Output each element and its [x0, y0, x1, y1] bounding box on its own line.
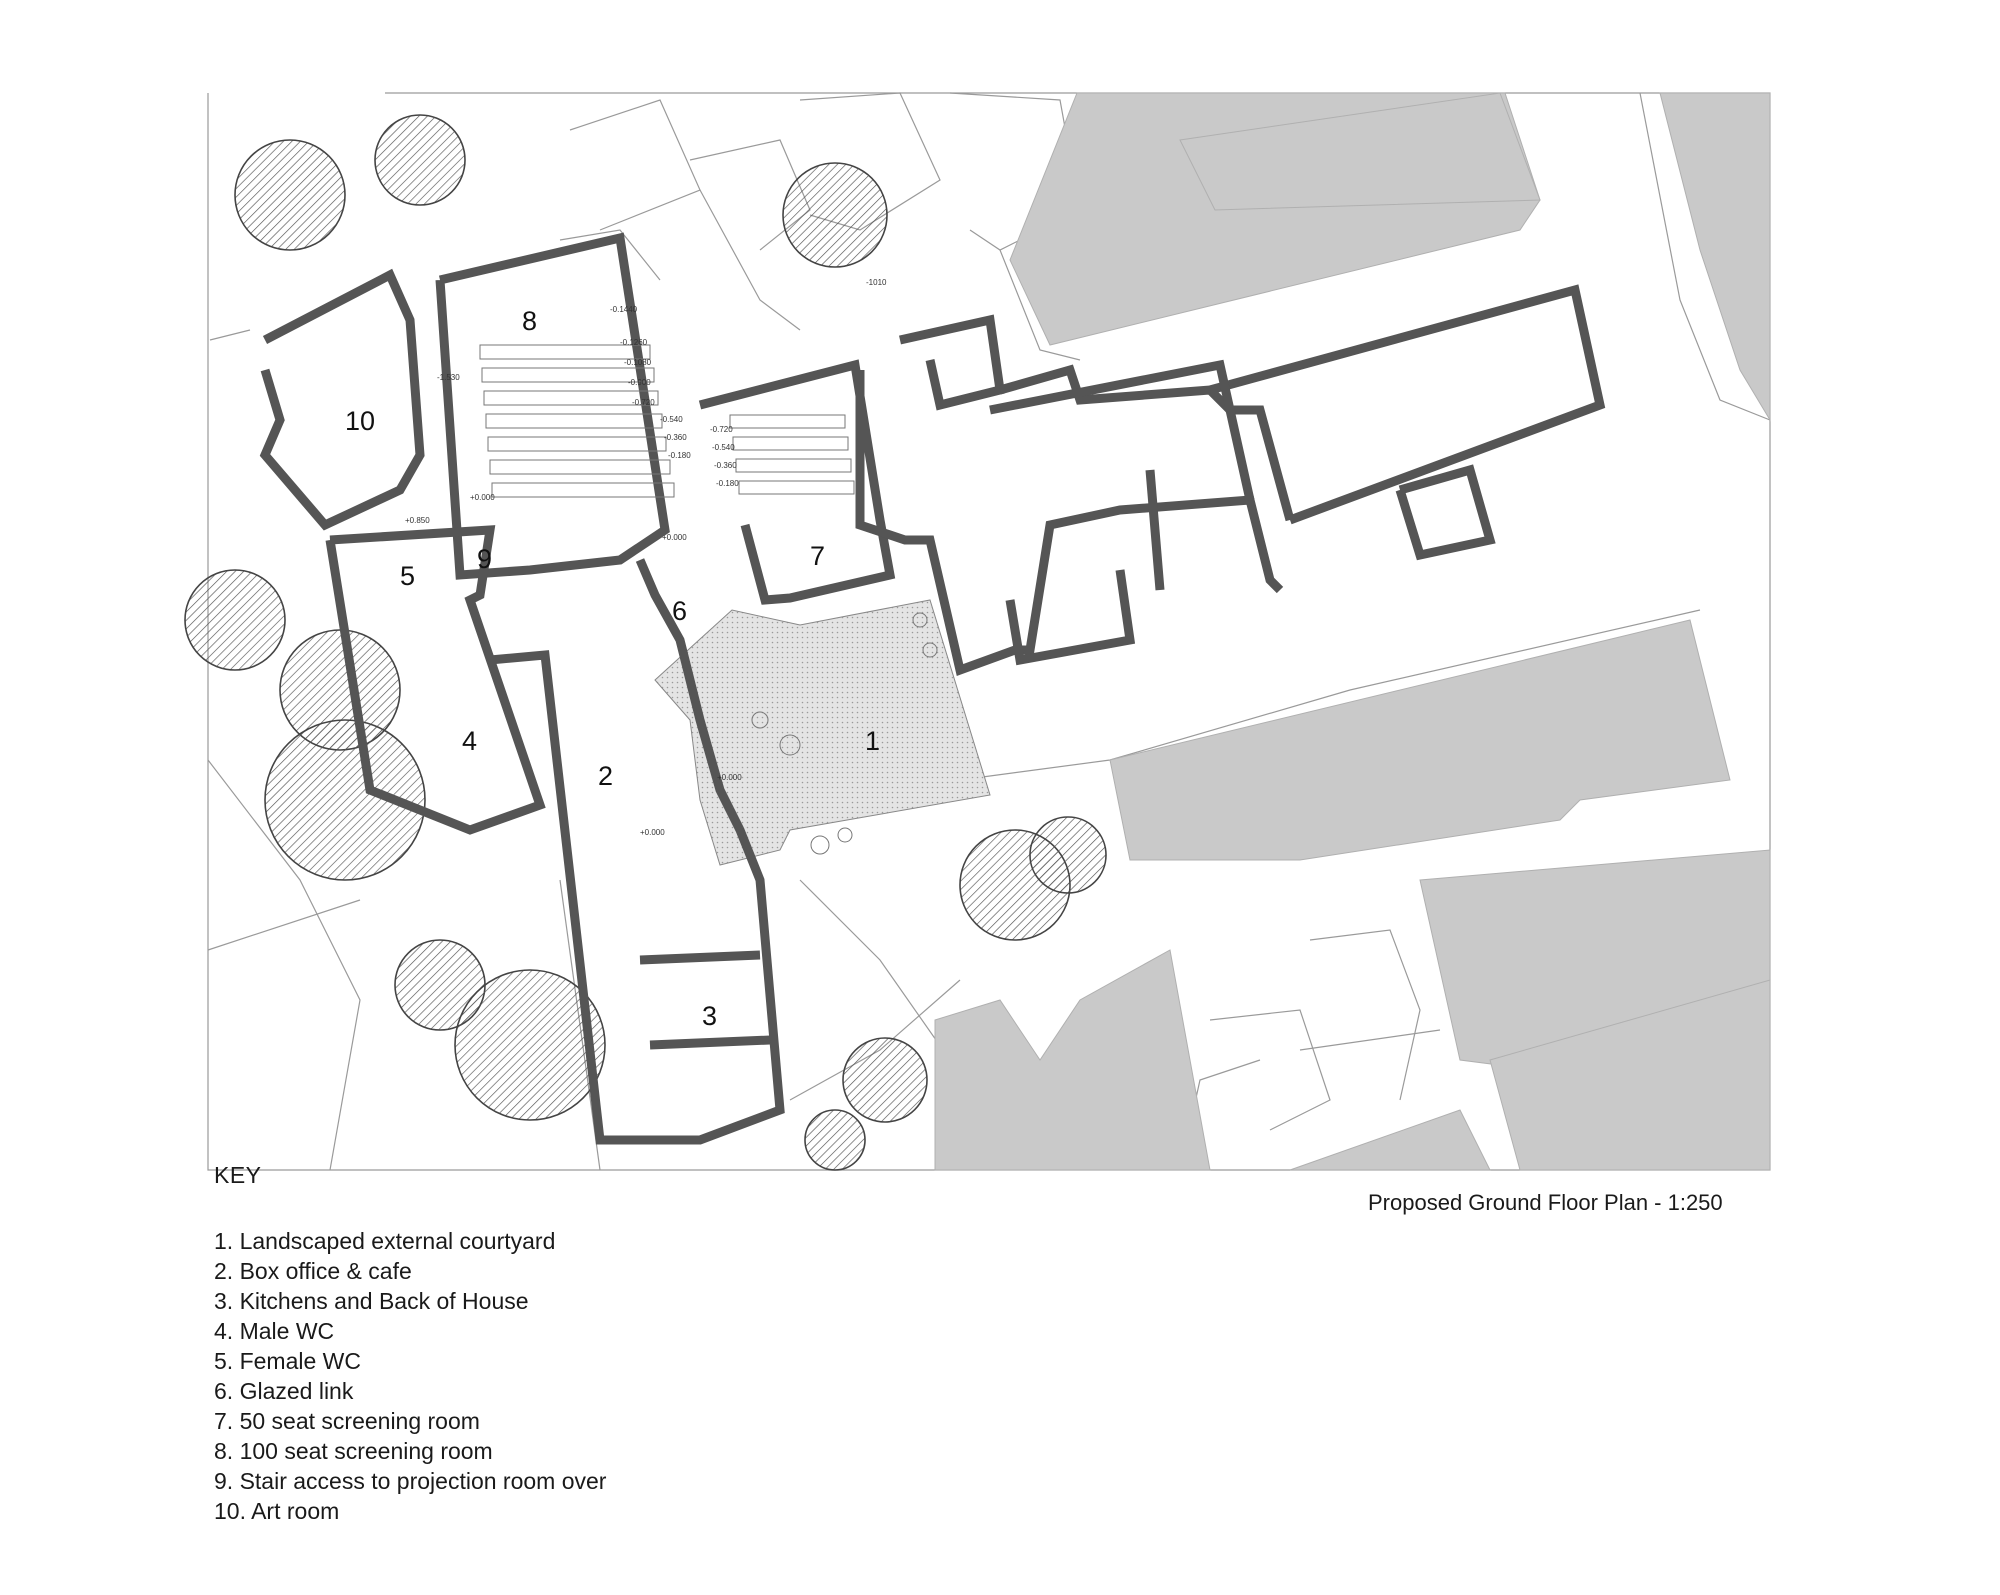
svg-text:-1010: -1010	[866, 278, 887, 287]
key-item-4: 4. Male WC	[214, 1318, 335, 1344]
key-item-10: 10. Art room	[214, 1498, 340, 1524]
courtyard	[654, 599, 991, 866]
trees	[184, 114, 1107, 1171]
drawing-key: KEY 1. Landscaped external courtyard 2. …	[214, 1160, 606, 1526]
room-3-label: 3	[702, 1001, 717, 1031]
neighbouring-buildings	[934, 92, 1771, 1171]
svg-text:-0.540: -0.540	[712, 443, 735, 452]
room-1-label: 1	[865, 726, 880, 756]
seating-rows	[479, 344, 855, 498]
key-item-5: 5. Female WC	[214, 1348, 361, 1374]
room-4-label: 4	[462, 726, 477, 756]
key-item-6: 6. Glazed link	[214, 1378, 354, 1404]
room-9-label: 9	[477, 544, 492, 574]
svg-text:-0.1260: -0.1260	[620, 338, 648, 347]
level-annotations: -0.1440 -0.1260 -0.1080 -0.900 -0.720 -0…	[405, 278, 887, 837]
svg-text:-0.1080: -0.1080	[624, 358, 652, 367]
room-10-label: 10	[345, 406, 375, 436]
svg-text:+0.850: +0.850	[405, 516, 430, 525]
svg-text:+0.000: +0.000	[640, 828, 665, 837]
svg-text:-0.720: -0.720	[710, 425, 733, 434]
plan-title: Proposed Ground Floor Plan - 1:250	[1368, 1190, 1723, 1215]
svg-text:-0.1440: -0.1440	[610, 305, 638, 314]
site-lines	[207, 92, 1771, 1171]
room-6-label: 6	[672, 596, 687, 626]
key-item-3: 3. Kitchens and Back of House	[214, 1288, 529, 1314]
room-7-label: 7	[810, 541, 825, 571]
room-5-label: 5	[400, 561, 415, 591]
svg-text:-0.720: -0.720	[632, 398, 655, 407]
svg-text:-1.530: -1.530	[437, 373, 460, 382]
svg-text:+0.000: +0.000	[717, 773, 742, 782]
svg-text:-0.360: -0.360	[664, 433, 687, 442]
key-item-8: 8. 100 seat screening room	[214, 1438, 493, 1464]
svg-text:-0.180: -0.180	[668, 451, 691, 460]
svg-text:+0.000: +0.000	[662, 533, 687, 542]
svg-text:-0.900: -0.900	[628, 378, 651, 387]
room-labels: 1 2 3 4 5 6 7 8 9 10	[345, 306, 880, 1031]
svg-text:-0.540: -0.540	[660, 415, 683, 424]
room-8-label: 8	[522, 306, 537, 336]
key-item-2: 2. Box office & cafe	[214, 1258, 412, 1284]
key-item-1: 1. Landscaped external courtyard	[214, 1228, 556, 1254]
svg-text:-0.360: -0.360	[714, 461, 737, 470]
svg-text:-0.180: -0.180	[716, 479, 739, 488]
svg-text:+0.000: +0.000	[470, 493, 495, 502]
building-walls	[259, 232, 1606, 1145]
key-item-9: 9. Stair access to projection room over	[214, 1468, 607, 1494]
key-title: KEY	[214, 1162, 262, 1188]
room-2-label: 2	[598, 761, 613, 791]
key-item-7: 7. 50 seat screening room	[214, 1408, 480, 1434]
